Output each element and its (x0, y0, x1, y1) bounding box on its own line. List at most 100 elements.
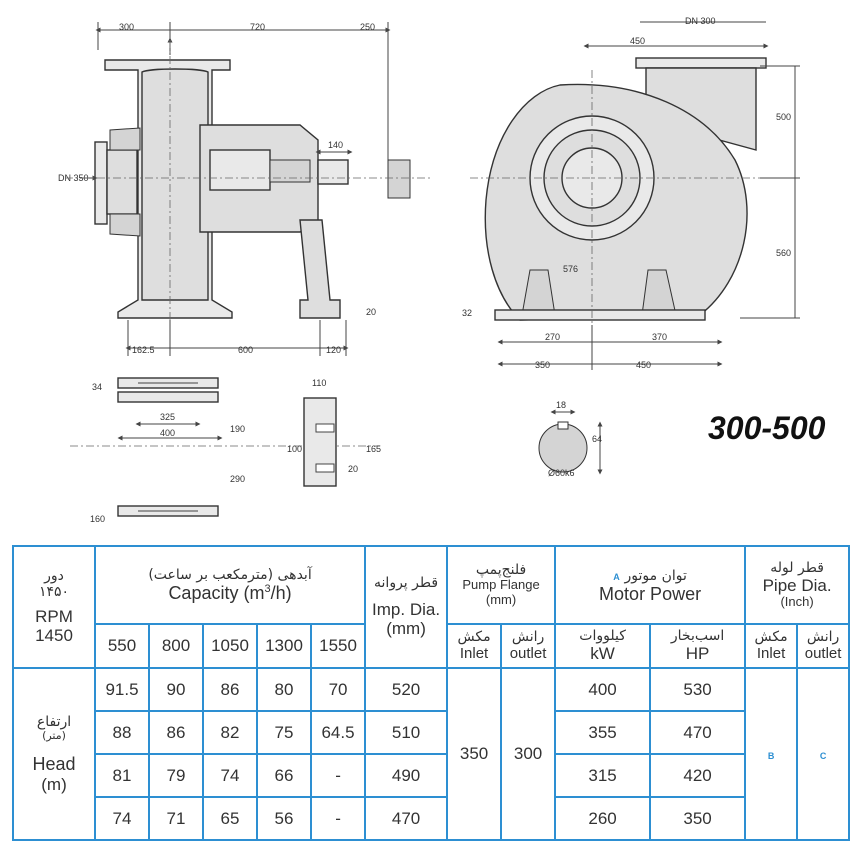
pipe-unit: (Inch) (780, 594, 814, 610)
kw-2: 315 (554, 753, 652, 798)
kw-3: 260 (554, 796, 652, 841)
capacity-fa: آبدهی (مترمکعب بر ساعت) (148, 566, 312, 583)
head-cell-1-3: 75 (256, 710, 312, 755)
pipe-outlet-value: C (796, 667, 851, 841)
hp-2: 420 (649, 753, 747, 798)
dim-top-right: 250 (360, 22, 375, 32)
hp-label: HP (685, 644, 710, 664)
dim-lower: 290 (230, 474, 245, 484)
imp-dia-2: 490 (364, 753, 449, 798)
head-cell-3-2: 65 (202, 796, 258, 841)
inlet-label: Inlet (459, 645, 489, 663)
head-cell-3-4: - (309, 796, 367, 841)
hp-1: 470 (649, 710, 747, 755)
dim-inlet: DN 350 (58, 173, 89, 183)
dim-foot-slot: 20 (348, 464, 358, 474)
flange-fa: فلنج‌پمپ (475, 562, 527, 579)
front-view: 300 720 250 DN 350 140 20 162.5 (58, 22, 430, 356)
pipe-fa: قطر لوله (770, 559, 824, 576)
head-cell-2-0: 81 (94, 753, 150, 798)
imp-dia-0: 520 (364, 667, 449, 712)
flange-inlet-value: 350 (446, 667, 503, 841)
shaft-detail: 18 64 Ø60k6 (538, 400, 603, 478)
rpm-cell: دور ۱۴۵۰ RPM 1450 (12, 545, 96, 669)
pipe-outlet-label: outlet (804, 645, 842, 663)
hp-3: 350 (649, 796, 747, 841)
motor-header: A توان موتور Motor Power (554, 545, 747, 625)
pump-dimension-drawing: 300 720 250 DN 350 140 20 162.5 (58, 16, 800, 524)
capacity-1300: 1300 (256, 623, 312, 669)
head-cell-0-2: 86 (202, 667, 258, 712)
model-title: 300-500 (708, 410, 826, 446)
pipe-inlet-label: Inlet (756, 645, 786, 663)
flange-outlet-value: 300 (500, 667, 557, 841)
head-cell-0-0: 91.5 (94, 667, 150, 712)
dim-shaft: 140 (328, 140, 343, 150)
dim-width: 400 (160, 428, 175, 438)
dim-foot-right: 370 (652, 332, 667, 342)
head-cell-3-1: 71 (148, 796, 204, 841)
head-cell-2-1: 79 (148, 753, 204, 798)
dim-foot-right: 165 (366, 444, 381, 454)
hp-fa: اسب‌بخار (670, 628, 725, 645)
dim-base-left: 350 (535, 360, 550, 370)
head-cell-1-0: 88 (94, 710, 150, 755)
pipe-outlet-fa: رانش (806, 629, 840, 646)
dim-shaft-diameter: Ø60k6 (548, 468, 575, 478)
capacity-1050: 1050 (202, 623, 258, 669)
head-cell-0-1: 90 (148, 667, 204, 712)
capacity-sup: 3 (264, 582, 271, 595)
dim-top-offset: 450 (630, 36, 645, 46)
capacity-800: 800 (148, 623, 204, 669)
capacity-header: آبدهی (مترمکعب بر ساعت) Capacity (m3/h) (93, 545, 367, 625)
kw-1: 355 (554, 710, 652, 755)
dim-outlet: DN 300 (685, 16, 716, 26)
dim-foot: 32 (462, 308, 472, 318)
head-cell-0-3: 80 (256, 667, 312, 712)
flange-header: فلنج‌پمپ Pump Flange (mm) (446, 545, 557, 625)
inlet-fa: مکش (457, 629, 491, 646)
head-cell: ارتفاع (متر) Head (m) (12, 667, 96, 841)
head-cell-1-1: 86 (148, 710, 204, 755)
flange-unit: (mm) (485, 592, 517, 608)
capacity-550: 550 (94, 623, 150, 669)
head-cell-0-4: 70 (309, 667, 367, 712)
rpm-value-fa: ۱۴۵۰ (38, 584, 70, 601)
dim-foot-left: 270 (545, 332, 560, 342)
head-fa-unit: (متر) (42, 728, 66, 742)
flange-label: Pump Flange (462, 577, 540, 593)
motor-label: Motor Power (599, 584, 702, 605)
dim-right-lower: 560 (776, 248, 791, 258)
dim-slot: 325 (160, 412, 175, 422)
kw-label: kW (590, 644, 615, 664)
dim-bottom-right: 120 (326, 345, 341, 355)
imp-unit: (mm) (386, 619, 426, 639)
dim-base-right: 450 (636, 360, 651, 370)
capacity-label: Capacity (m (168, 582, 265, 603)
outlet-label: outlet (509, 645, 547, 663)
capacity-1550: 1550 (309, 623, 367, 669)
dim-foot-left: 100 (287, 444, 302, 454)
pipe-header: قطر لوله Pipe Dia. (Inch) (744, 545, 851, 625)
rpm-value: 1450 (35, 626, 73, 646)
dim-center: 576 (563, 264, 578, 274)
pipe-inlet-badge: B (767, 751, 775, 762)
motor-fa: توان موتور (624, 567, 687, 584)
kw-0: 400 (554, 667, 652, 712)
dim-top-left: 300 (119, 22, 134, 32)
head-cell-3-3: 56 (256, 796, 312, 841)
kw-fa: کیلووات (579, 628, 626, 645)
head-unit: (m) (41, 774, 67, 794)
dim-bottom-left: 162.5 (132, 345, 155, 355)
capacity-unit: /h) (270, 582, 292, 603)
dim-right-upper: 500 (776, 112, 791, 122)
dim-bottom: 160 (90, 514, 105, 524)
head-cell-2-3: 66 (256, 753, 312, 798)
head-cell-2-2: 74 (202, 753, 258, 798)
dim-shaft-height: 64 (592, 434, 602, 444)
